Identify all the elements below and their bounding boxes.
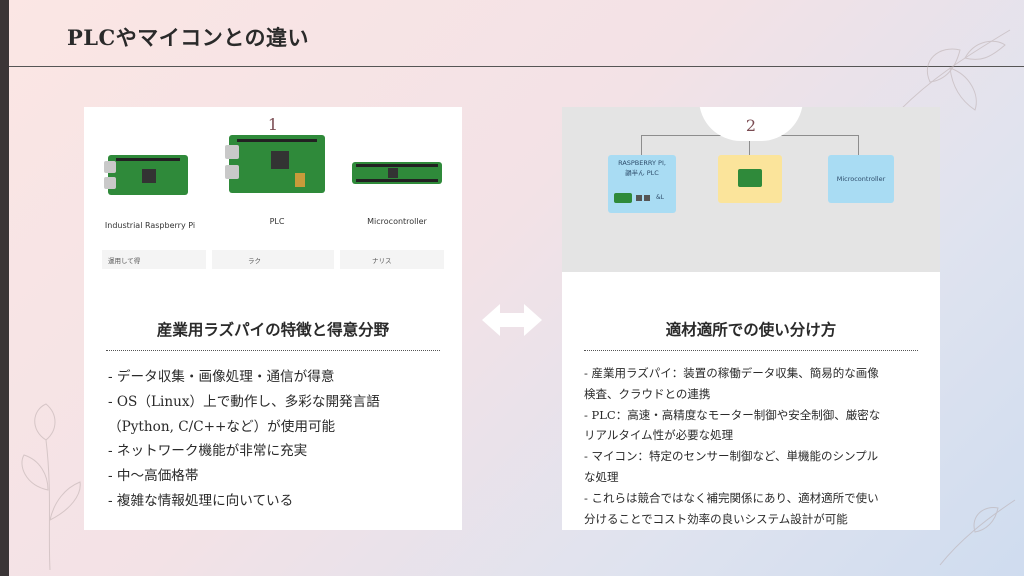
leaf-decoration-bottom-right [939, 499, 1016, 566]
comparison-cell: ナリス [340, 250, 444, 269]
product-comparison-image: Industrial Raspberry Pi 1 PLC Microcontr… [84, 107, 462, 272]
list-item: - OS（Linux）上で動作し、多彩な開発言語 [108, 393, 380, 410]
microcontroller-box: Microcontroller [828, 155, 894, 203]
raspberry-pi-features-card: Industrial Raspberry Pi 1 PLC Microcontr… [84, 107, 462, 530]
connector-line [858, 135, 859, 155]
header: PLCやマイコンとの違い [9, 0, 1024, 68]
connector-line [641, 135, 642, 155]
plc-board [225, 135, 325, 193]
connector-line [749, 135, 750, 155]
flow-diagram-image: 2 RASPBERRY PI, 韻半ん PLC &L Microcontroll… [562, 107, 940, 272]
page-title: PLCやマイコンとの違い [67, 25, 310, 50]
list-item: リアルタイム性が必要な処理 [584, 428, 734, 443]
box-label: 韻半ん PLC [625, 169, 659, 177]
list-item: - データ収集・画像処理・通信が得意 [108, 369, 335, 385]
list-item: - 複雑な情報処理に向いている [108, 492, 294, 509]
double-arrow-icon [482, 304, 542, 336]
leaf-decoration-top-right [899, 29, 1011, 111]
list-item: - 中〜高価格帯 [108, 468, 199, 485]
list-item: - これらは競合ではなく補完関係にあり、適材適所で使い [584, 490, 879, 505]
card-heading: 適材適所での使い分け方 [665, 320, 837, 339]
leaf-decoration-bottom-left [21, 403, 81, 570]
left-accent-strip [0, 0, 9, 576]
industrial-raspberry-pi-board [104, 155, 188, 195]
comparison-cell: 運用して得 [102, 250, 206, 269]
card-number: 1 [267, 115, 279, 134]
use-case-list: - 産業用ラズパイ：装置の稼働データ収集、簡易的な画像 検査、クラウドとの連携 … [584, 363, 920, 529]
box-label: RASPBERRY PI, [618, 159, 666, 167]
feature-list: - データ収集・画像処理・通信が得意 - OS（Linux）上で動作し、多彩な開… [108, 365, 448, 514]
box-label: Microcontroller [836, 175, 886, 183]
box-small-label: &L [656, 194, 665, 201]
dotted-divider [106, 350, 440, 351]
product-label-microcontroller: Microcontroller [367, 217, 427, 226]
use-case-card: 2 RASPBERRY PI, 韻半ん PLC &L Microcontroll… [562, 107, 940, 530]
header-divider [9, 66, 1024, 67]
list-item: （Python, C/C++など）が使用可能 [108, 418, 336, 435]
list-item: - マイコン：特定のセンサー制御など、単機能のシンプル [584, 449, 879, 464]
microcontroller-board [352, 162, 442, 184]
comparison-cell: ラク [212, 250, 334, 269]
dotted-divider [584, 350, 918, 351]
raspberry-pi-plc-box: RASPBERRY PI, 韻半ん PLC &L [608, 155, 676, 213]
product-label-raspberry-pi: Industrial Raspberry Pi [104, 221, 196, 230]
list-item: な処理 [584, 469, 619, 484]
list-item: - 産業用ラズパイ：装置の稼働データ収集、簡易的な画像 [584, 366, 879, 380]
list-item: - ネットワーク機能が非常に充実 [108, 443, 308, 460]
list-item: 検査、クラウドとの連携 [584, 386, 711, 401]
board-box [718, 155, 782, 203]
card-heading: 産業用ラズパイの特徴と得意分野 [156, 320, 390, 339]
product-label-plc: PLC [269, 217, 285, 226]
list-item: 分けることでコスト効率の良いシステム設計が可能 [584, 511, 848, 526]
list-item: - PLC：高速・高精度なモーター制御や安全制御、厳密な [584, 407, 881, 422]
